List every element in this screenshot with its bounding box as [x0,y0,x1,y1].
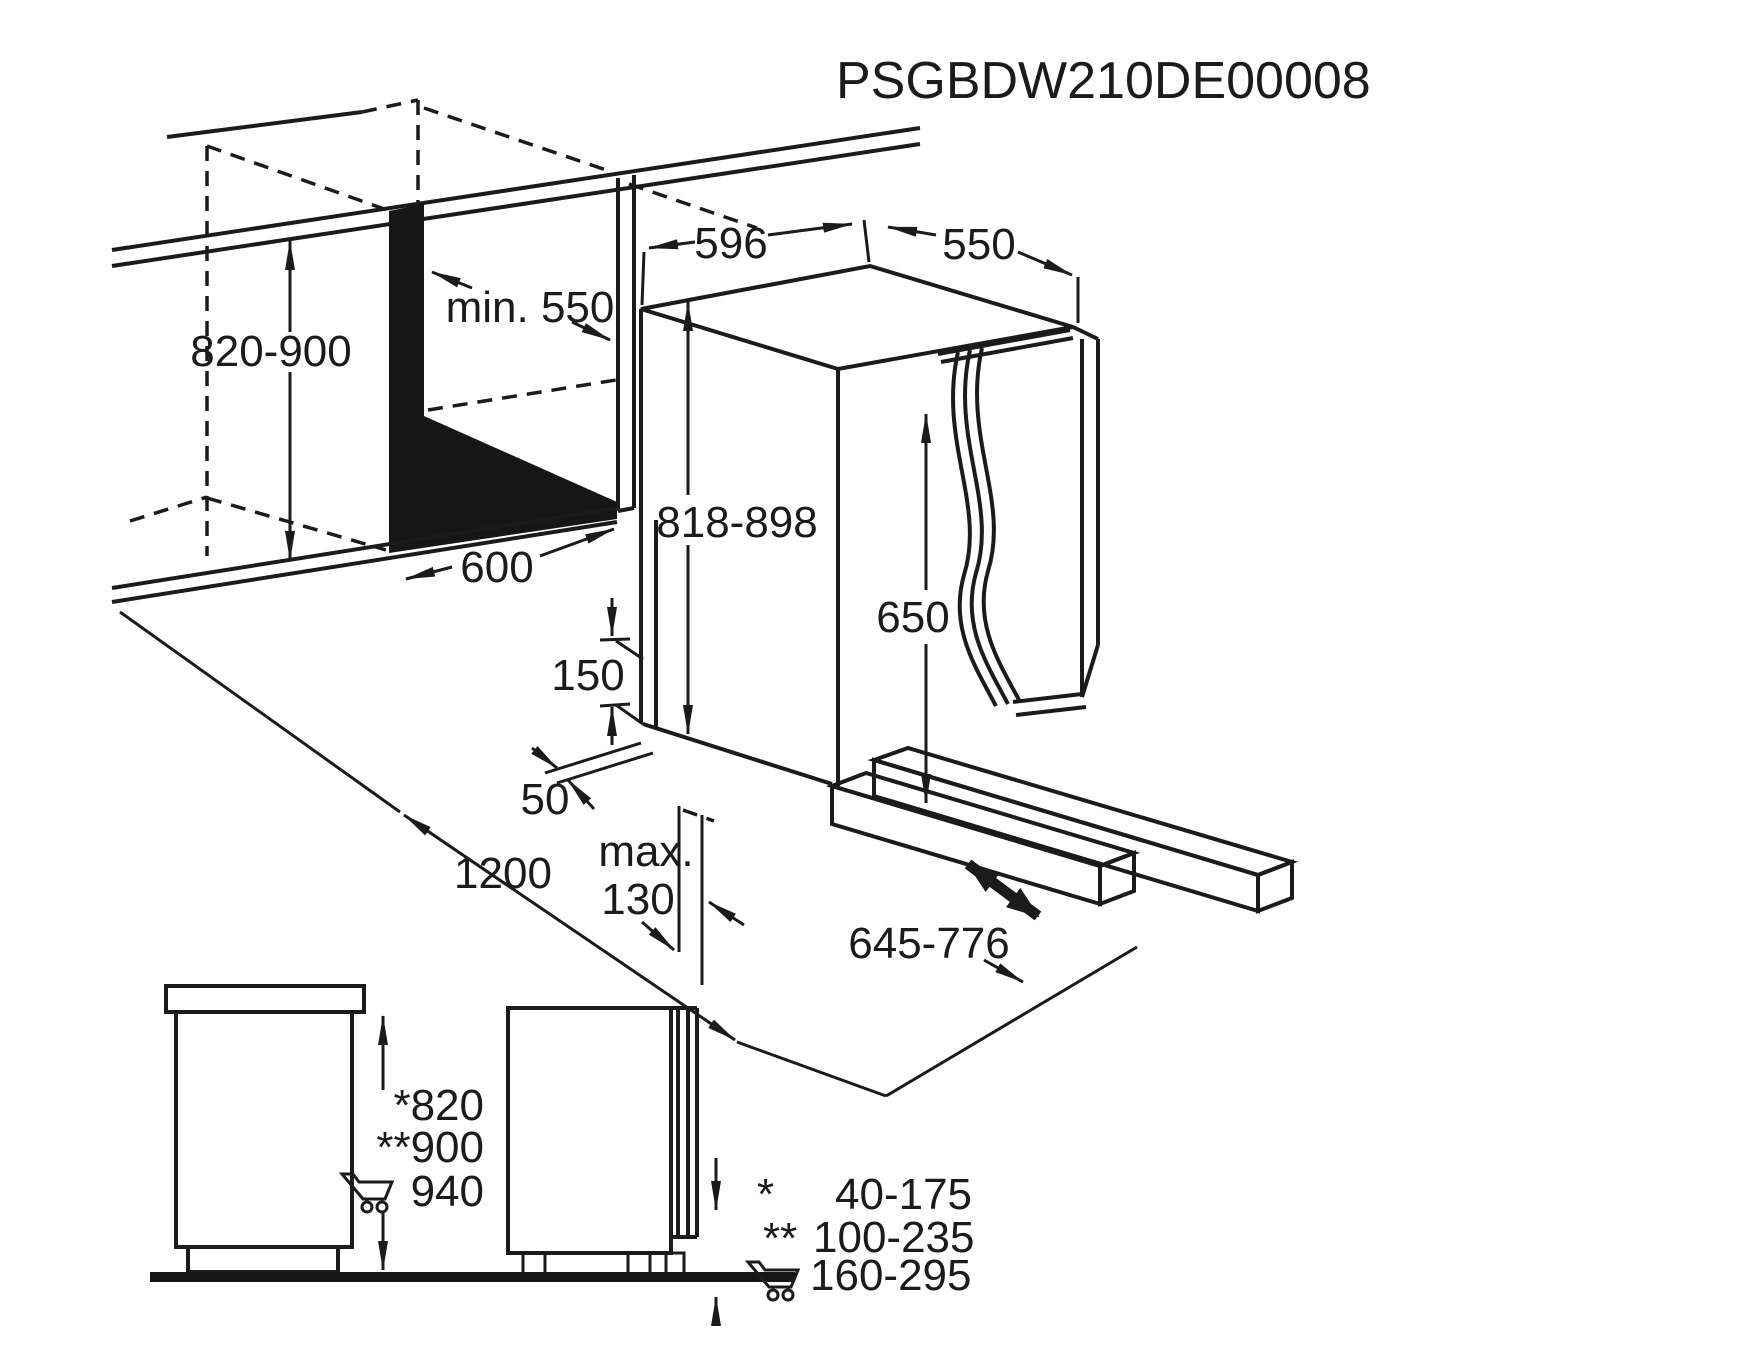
elevation-cabinet [164,984,366,1274]
dim-plinth-recess: max. 130 [598,806,715,952]
dim-niche-depth: min. 550 [431,270,615,342]
slide-direction-arrow [964,859,1042,921]
label-height-cart: 940 [411,1167,484,1216]
label-door-height: 650 [876,593,949,642]
drawing-title: PSGBDW210DE00008 [836,52,1371,110]
dishwasher-body [639,263,1100,786]
label-plinth-recess-1: max. [598,827,693,876]
floor-outline [119,610,1138,1098]
legend-value-cart: 160-295 [810,1251,971,1300]
ground-line [150,1272,795,1282]
plinth-boards [825,745,1299,914]
label-niche-width: 600 [460,543,533,592]
label-niche-depth: min. 550 [446,283,615,332]
label-plinth-slide: 645-776 [848,919,1009,968]
niche-shadow [389,204,617,553]
label-height-2star: **900 [376,1123,484,1172]
dim-elevation-height: *820 **900 940 [338,1015,484,1271]
dim-door-height: 650 [876,413,950,804]
dim-top-depth: 550 [887,220,1080,323]
decor-door-panel [937,328,1087,717]
dim-niche-height: 820-900 [190,240,352,561]
dim-plinth-step: 150 [551,598,644,745]
niche-hidden-edges [129,98,758,556]
niche-side-panel [616,175,636,513]
dim-body-height: 818-898 [656,301,818,735]
legend-marker-star: * [757,1170,774,1219]
shopping-cart-icon [338,1172,395,1214]
dim-clearance: 1200 [403,813,736,1042]
label-top-width: 596 [694,219,767,268]
label-top-depth: 550 [942,220,1015,269]
shopping-cart-icon [744,1260,801,1302]
label-clearance: 1200 [454,849,552,898]
label-plinth-step: 150 [551,651,624,700]
cabinet-floor [111,506,618,604]
label-height-star: *820 [393,1081,484,1130]
label-plinth-recess-2: 130 [601,875,674,924]
worktop [111,110,921,268]
dim-gap: 50 [521,741,654,824]
legend: * 40-175 ** 100-235 160-295 [744,1170,974,1302]
legend-value-2star: 100-235 [813,1213,974,1262]
label-niche-height: 820-900 [190,327,351,376]
dim-niche-width: 600 [405,527,615,592]
legend-value-star: 40-175 [835,1170,972,1219]
label-body-height: 818-898 [656,498,817,547]
dim-top-width: 596 [640,219,871,306]
elevation-dishwasher [506,1006,699,1277]
label-gap: 50 [521,775,570,824]
legend-marker-2star: ** [763,1214,797,1263]
dim-plinth-slide: 645-776 [700,815,1042,985]
